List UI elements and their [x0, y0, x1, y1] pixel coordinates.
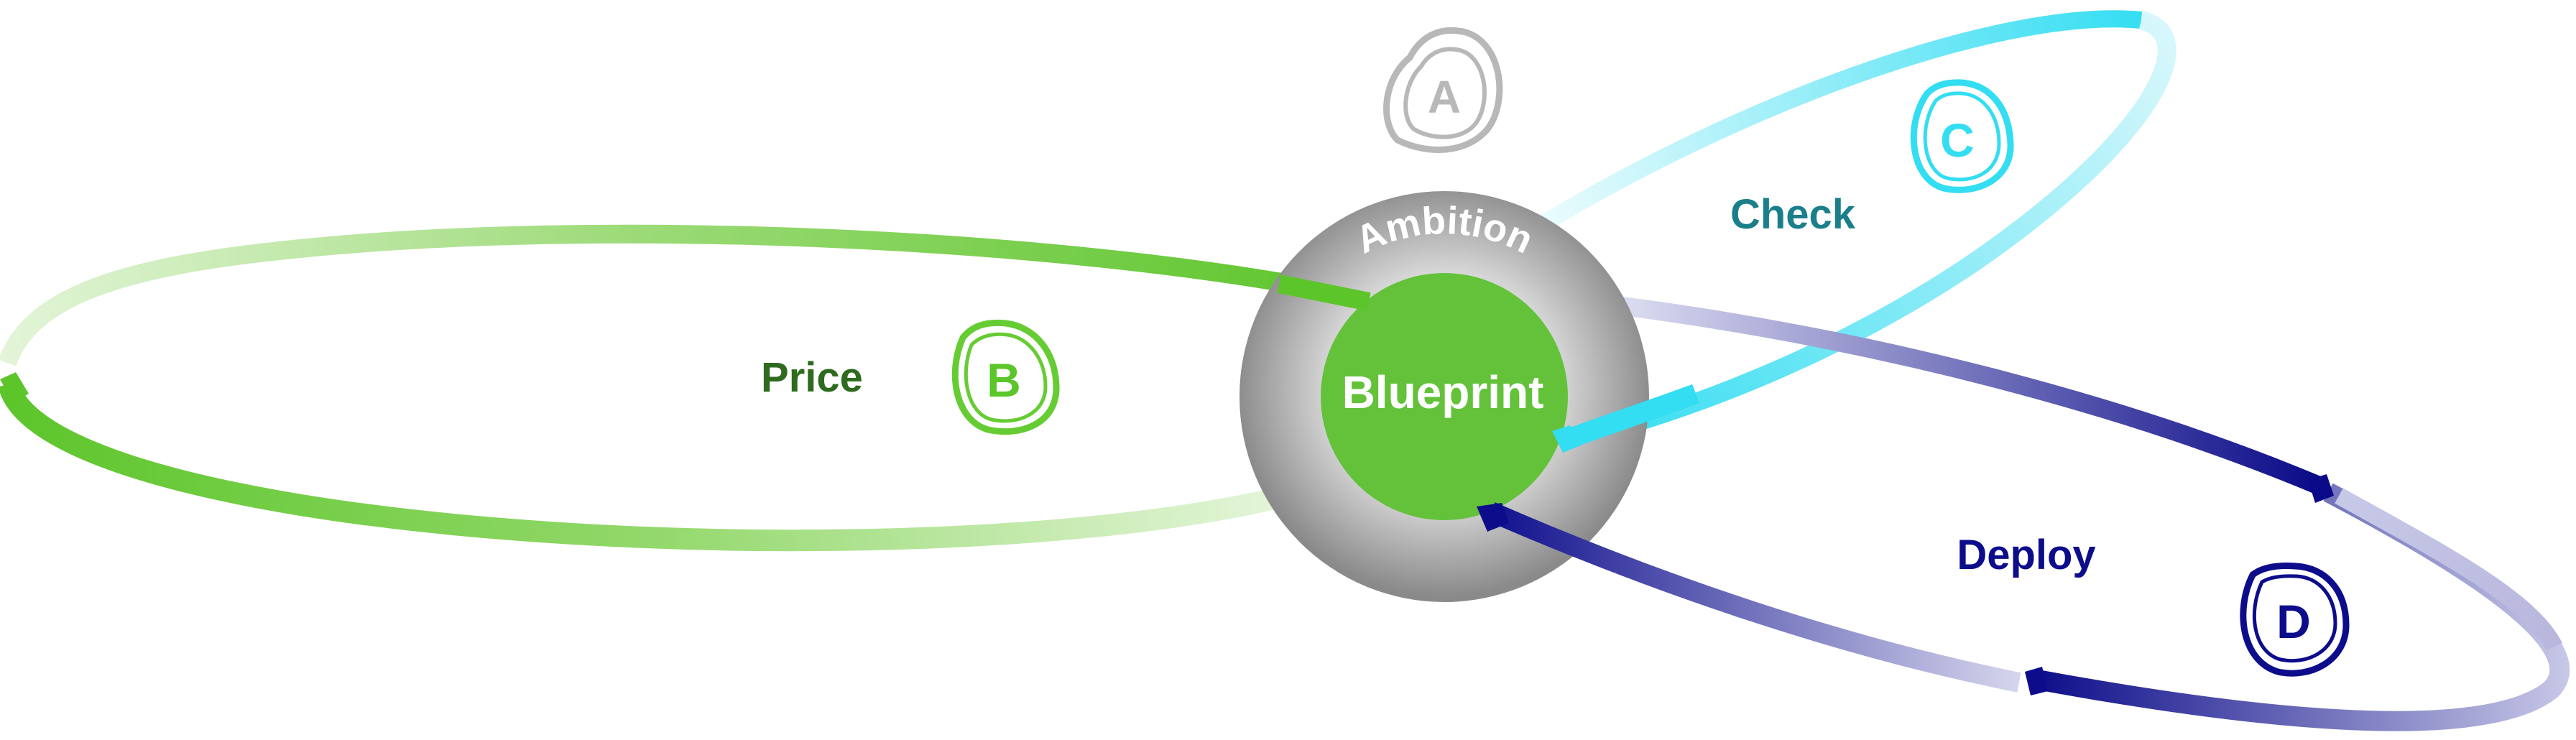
deploy-loop-upper-arc [1615, 296, 2322, 494]
badge-b-outline [951, 319, 1060, 435]
badge-c-icon: C [1910, 79, 2014, 193]
badge-d-icon: D [2240, 563, 2350, 677]
deploy-loop-start-marker [1477, 503, 1509, 532]
badge-c-outline [1910, 79, 2014, 193]
check-loop-upper-arc [1540, 10, 2143, 231]
deploy-loop-return-arc [2335, 488, 2562, 651]
check-label: Check [1730, 191, 1856, 238]
badge-a-outline [1383, 27, 1503, 153]
price-label: Price [761, 354, 863, 401]
price-loop-bottom-arc [0, 381, 1289, 552]
deploy-loop-arrowhead-upper [2308, 474, 2334, 503]
badge-d-letter: D [2276, 595, 2311, 648]
check-loop-front-arc [1563, 384, 1699, 450]
blueprint-label: Blueprint [1342, 366, 1544, 418]
badge-a-letter: A [1428, 71, 1461, 123]
blueprint-core [1321, 273, 1568, 520]
badge-a-icon: A [1383, 27, 1503, 153]
price-loop [0, 224, 1367, 552]
badge-c-letter: C [1940, 114, 1975, 167]
price-loop-arrowhead [0, 372, 29, 402]
check-loop-arrowhead [1552, 425, 1581, 453]
badge-c-inner [1923, 91, 2001, 182]
badge-b-icon: B [951, 319, 1060, 435]
deploy-loop-lower-arc [1487, 502, 2021, 693]
badge-a-inner [1403, 47, 1487, 139]
check-loop-outer-arc [1564, 11, 2176, 451]
badge-d-inner [2252, 574, 2337, 663]
deploy-label: Deploy [1957, 532, 2095, 578]
price-loop-entry [1277, 274, 1371, 311]
badge-b-inner [964, 332, 1048, 423]
center-sphere: Ambition Blueprint [1239, 191, 1649, 602]
badge-d-outline [2240, 563, 2350, 677]
price-loop-top-arc [0, 224, 1367, 366]
deploy-loop [1477, 474, 2570, 731]
badge-b-letter: B [987, 353, 1021, 407]
deploy-loop-arrowhead-lower [2025, 667, 2048, 695]
